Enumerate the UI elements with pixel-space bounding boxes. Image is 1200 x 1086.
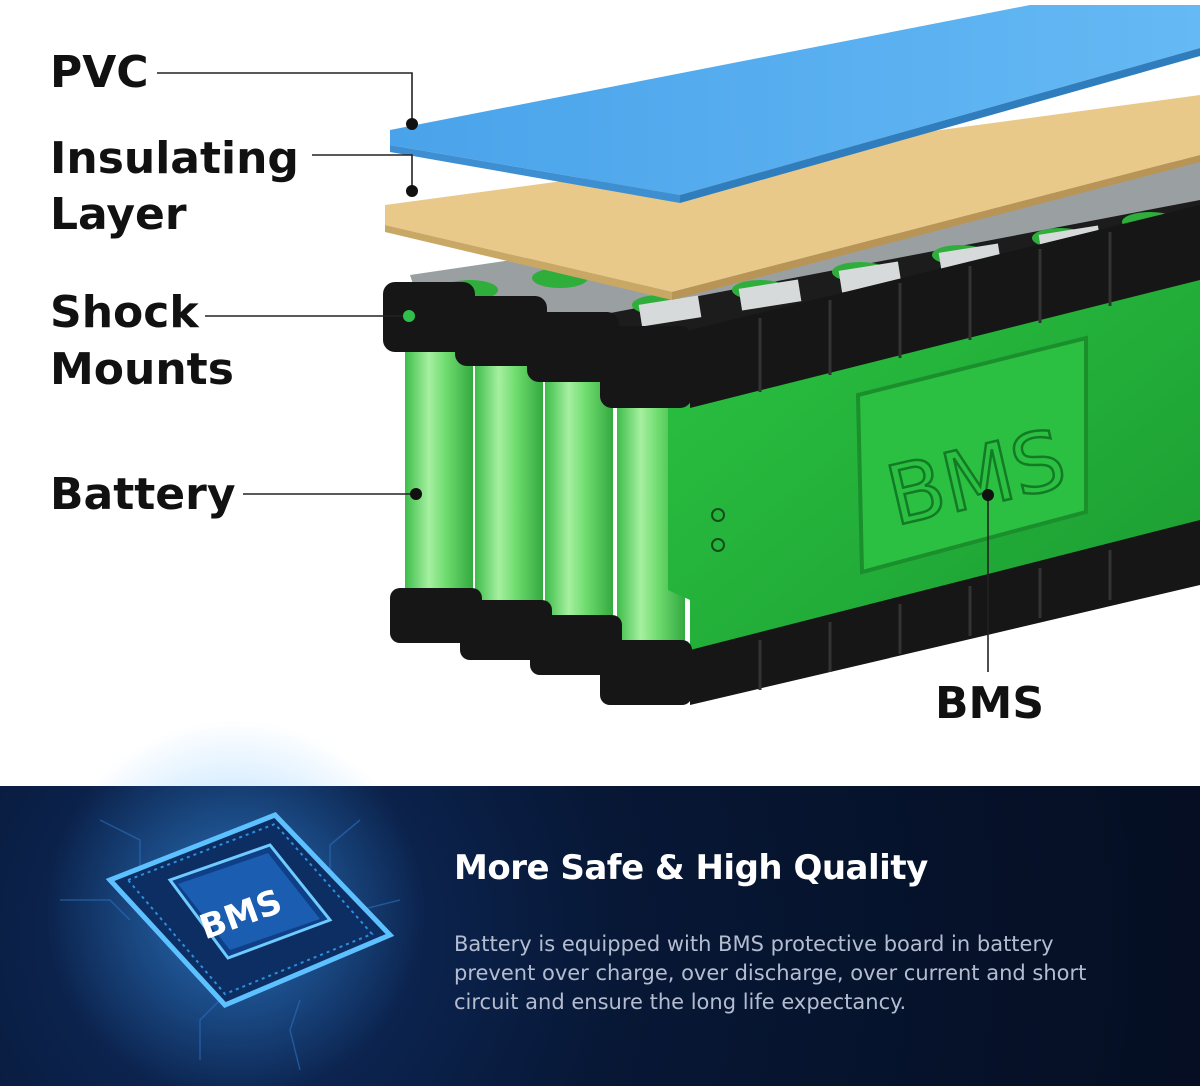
label-insulating-line1: Insulating [50, 133, 299, 184]
label-battery: Battery [50, 469, 236, 520]
battery-cells [405, 330, 685, 655]
shock-mount-top [383, 205, 1200, 408]
shock-callout-dot [403, 310, 415, 322]
feature-description: Battery is equipped with BMS protective … [454, 932, 1087, 1014]
callout-lines [157, 72, 989, 672]
insulating-layer [385, 95, 1200, 300]
bms-module [855, 335, 1088, 575]
pvc-callout-dot [406, 118, 418, 130]
bms-callout-dot [982, 489, 994, 501]
pvc-layer [390, 5, 1200, 203]
shock-mount-bottom [390, 520, 1200, 705]
insulating-callout-dot [406, 185, 418, 197]
label-bms: BMS [935, 678, 1045, 729]
label-shock-line2: Mounts [50, 344, 234, 395]
label-pvc: PVC [50, 47, 149, 98]
label-shock-line1: Shock [50, 287, 199, 338]
label-insulating-line2: Layer [50, 189, 187, 240]
bms-chip-illustration: BMS [45, 720, 425, 1086]
battery-callout-dot [410, 488, 422, 500]
feature-headline: More Safe & High Quality [454, 848, 928, 888]
